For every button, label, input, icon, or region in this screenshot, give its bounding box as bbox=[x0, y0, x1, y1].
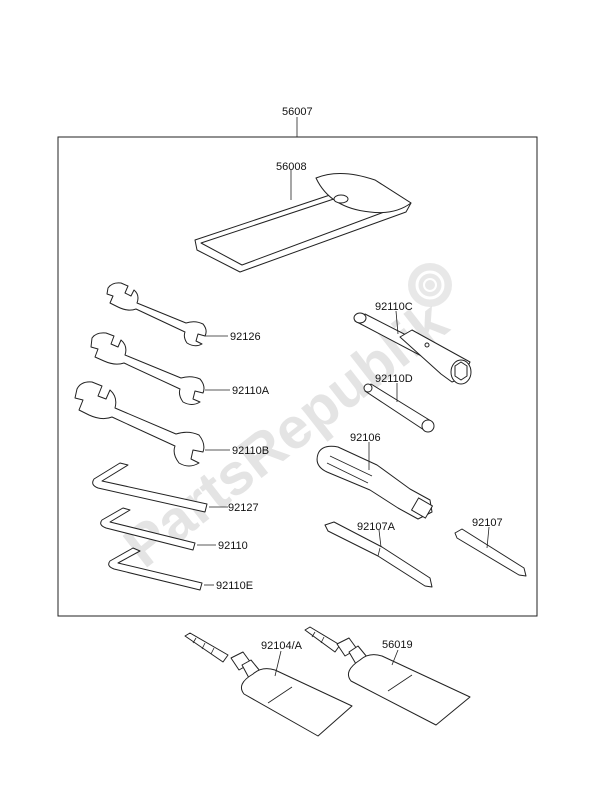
hex-key-92127 bbox=[92, 462, 208, 513]
grease-tube-56019 bbox=[304, 626, 471, 726]
screwdriver-bit-92107 bbox=[454, 528, 527, 577]
tool-pouch bbox=[194, 173, 412, 273]
label-spark1: 92110C bbox=[375, 301, 413, 313]
label-pouch: 56008 bbox=[276, 161, 307, 173]
screwdriver-bit-92107a bbox=[324, 521, 433, 588]
hex-key-92110e bbox=[108, 547, 203, 591]
label-handle: 92106 bbox=[350, 432, 381, 444]
gear-icon bbox=[408, 263, 452, 307]
label-kit: 56007 bbox=[282, 106, 313, 118]
screwdriver-handle-92106 bbox=[316, 445, 433, 520]
spark-plug-wrench-92110d bbox=[363, 383, 435, 433]
wrench-92126 bbox=[106, 282, 207, 347]
kit-frame bbox=[57, 136, 538, 617]
wrench-92110a bbox=[90, 332, 205, 405]
label-w1: 92126 bbox=[230, 331, 261, 343]
label-w2: 92110A bbox=[232, 385, 270, 397]
wrench-92110b bbox=[74, 381, 205, 467]
label-spark2: 92110D bbox=[375, 373, 413, 385]
label-hex3: 92110E bbox=[216, 580, 253, 592]
label-tube1: 92104/A bbox=[261, 640, 303, 652]
label-bit1: 92107A bbox=[357, 521, 396, 533]
hex-key-92110 bbox=[100, 507, 196, 551]
label-tube2: 56019 bbox=[382, 639, 413, 651]
label-w3: 92110B bbox=[232, 445, 269, 457]
spark-plug-wrench-92110c bbox=[353, 312, 472, 385]
label-hex1: 92127 bbox=[228, 502, 259, 514]
grease-tube-92104a bbox=[184, 632, 353, 737]
label-hex2: 92110 bbox=[218, 540, 248, 552]
label-bit2: 92107 bbox=[472, 517, 503, 529]
